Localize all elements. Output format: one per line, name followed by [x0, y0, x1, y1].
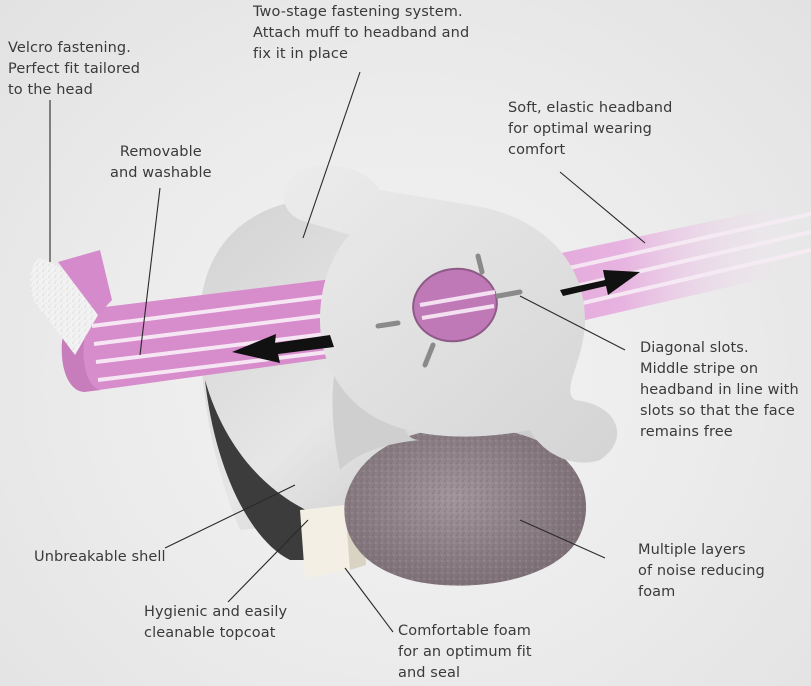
label-hygienic: Hygienic and easily cleanable topcoat: [144, 602, 287, 644]
label-unbreakable: Unbreakable shell: [34, 547, 166, 568]
label-multiple-layers: Multiple layers of noise reducing foam: [638, 540, 765, 603]
label-two-stage: Two-stage fastening system. Attach muff …: [253, 2, 469, 65]
label-diagonal-slots: Diagonal slots. Middle stripe on headban…: [640, 338, 799, 443]
label-soft-headband: Soft, elastic headband for optimal weari…: [508, 98, 672, 161]
label-comfortable-foam: Comfortable foam for an optimum fit and …: [398, 621, 532, 684]
label-removable: Removable and washable: [110, 142, 212, 184]
label-velcro: Velcro fastening. Perfect fit tailored t…: [8, 38, 140, 101]
